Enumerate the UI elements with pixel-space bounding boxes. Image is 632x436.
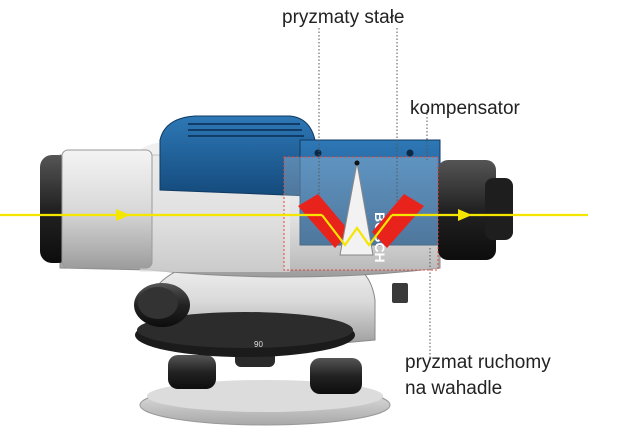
pendulum-prism (339, 160, 374, 256)
fixed-prism-right (372, 194, 424, 248)
eyepiece (392, 160, 513, 303)
screw-2 (406, 149, 414, 157)
objective-lens-housing (40, 149, 153, 269)
horizontal-knob (134, 283, 190, 327)
beam-arrow-right (458, 209, 472, 221)
label-moving-prism: pryzmat ruchomy (405, 352, 551, 373)
dial-number: 90 (254, 340, 263, 349)
label-compensator: kompensator (410, 98, 520, 119)
label-fixed-prisms: pryzmaty stałe (282, 7, 405, 28)
tribrach: 90 (135, 257, 376, 357)
beam-arrow-left (116, 209, 130, 221)
light-beam (0, 213, 588, 247)
leader-lines (318, 28, 431, 360)
housing-ribs (188, 123, 304, 137)
label-moving-prism-pendulum: na wahadle (405, 378, 503, 399)
screw-1 (314, 149, 322, 157)
